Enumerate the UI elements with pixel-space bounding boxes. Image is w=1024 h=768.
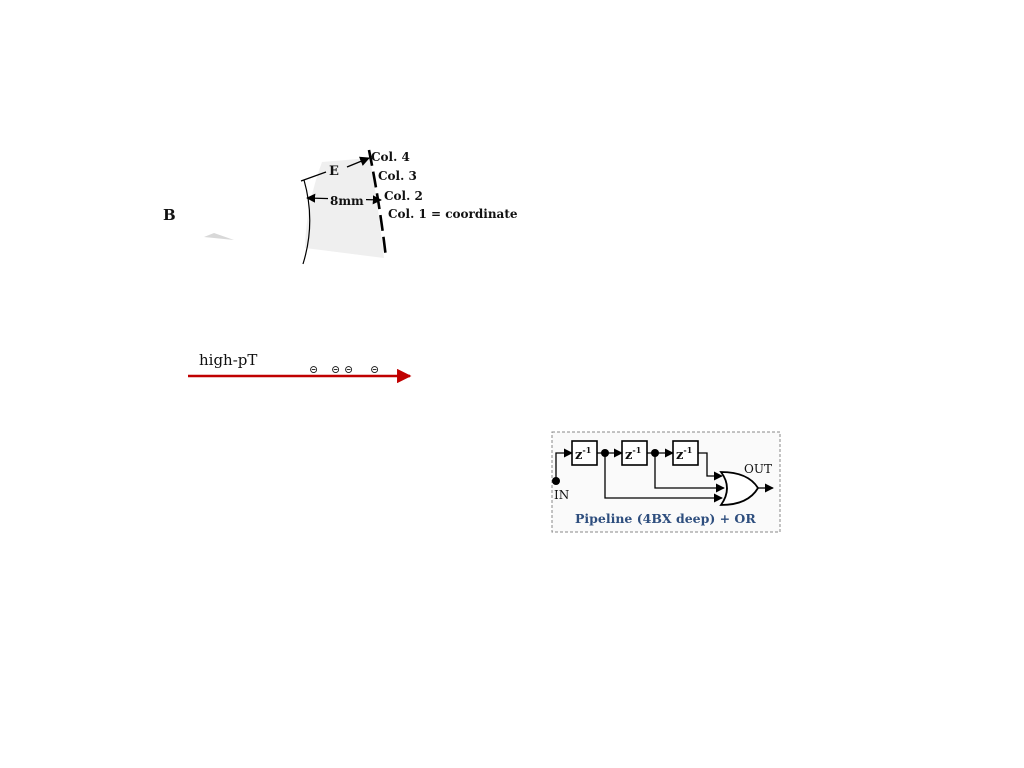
- column-label-3: Col. 3: [378, 169, 417, 183]
- hit-marker: ⊝: [344, 363, 353, 376]
- e-tick-line: [300, 171, 327, 182]
- delay-block-3-label: z-1: [676, 445, 692, 463]
- tap-wire-1: [604, 453, 723, 503]
- hit-marker: ⊝: [370, 363, 379, 376]
- high-pt-track: high-pT ⊝ ⊝ ⊝ ⊝: [188, 351, 412, 384]
- or-gate-symbol: [719, 471, 760, 506]
- output-label: OUT: [744, 462, 772, 476]
- inner-boundary-curve: [302, 179, 311, 265]
- pipeline-diagram: IN z-1 z-1 z-1 OUT Pipeline (4BX deep) +…: [551, 431, 781, 533]
- panel-b: B E 8mm Col. 4 Col. 3 Col. 2 Col. 1 = co…: [163, 149, 518, 265]
- grey-wedge-shape: [204, 233, 234, 240]
- column-label-1: Col. 1 = coordinate: [388, 207, 518, 221]
- delay-block-2-label: z-1: [625, 445, 641, 463]
- hit-marker: ⊝: [309, 363, 318, 376]
- column-label-4: Col. 4: [371, 150, 410, 164]
- tap-wire-3: [698, 452, 723, 481]
- outer-boundary-dashed: [367, 149, 388, 259]
- hit-marker: ⊝: [331, 363, 340, 376]
- width-label-bg: [328, 192, 366, 207]
- pipeline-caption: Pipeline (4BX deep) + OR: [575, 511, 756, 526]
- column-label-2: Col. 2: [384, 189, 423, 203]
- panel-b-label: B: [163, 206, 176, 224]
- e-arrow: [346, 156, 370, 168]
- shaded-chamber-region: [305, 158, 384, 258]
- track-label: high-pT: [199, 351, 257, 369]
- delay-block-1-label: z-1: [575, 445, 591, 463]
- tap-wire-2: [654, 453, 725, 493]
- input-wire: [555, 448, 573, 481]
- region-e-label: E: [329, 164, 339, 179]
- width-label: 8mm: [330, 194, 364, 208]
- input-label: IN: [554, 488, 569, 502]
